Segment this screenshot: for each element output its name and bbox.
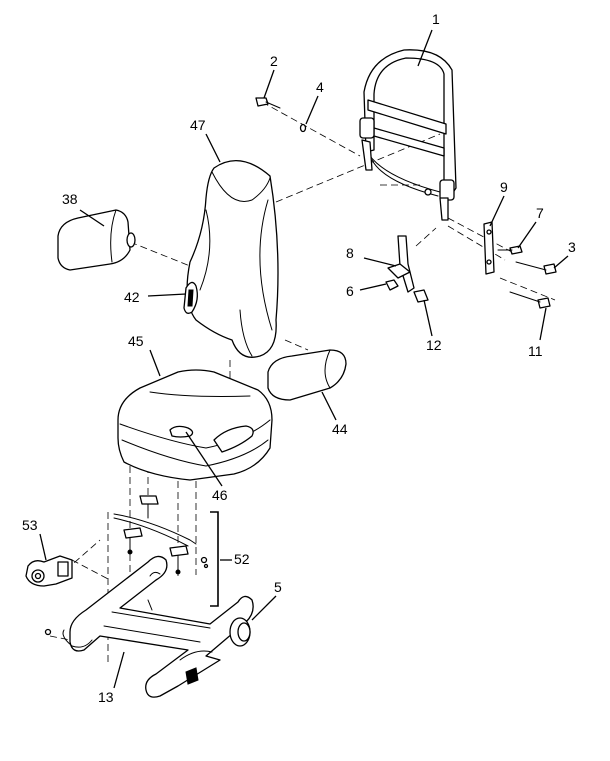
seat-back-cushion-part-47 [186, 160, 279, 358]
back-frame-part-1 [359, 49, 457, 221]
lever-part-42 [183, 281, 198, 314]
bracket-part-52 [210, 511, 219, 607]
armrest-part-44 [267, 349, 347, 401]
seat-base-part-13 [44, 555, 254, 698]
callout-5: 5 [274, 579, 282, 595]
nut-part-6 [385, 279, 399, 291]
callout-38: 38 [62, 191, 78, 207]
callout-52: 52 [234, 551, 250, 567]
callout-9: 9 [500, 179, 508, 195]
washer-part-4 [299, 123, 307, 133]
callout-13: 13 [98, 689, 114, 705]
hardware-part-52 [113, 495, 209, 575]
plate-part-9 [483, 221, 495, 275]
callout-12: 12 [426, 337, 442, 353]
callout-4: 4 [316, 79, 324, 95]
callout-11: 11 [528, 343, 543, 359]
seat-cushion-part-45 [117, 369, 273, 481]
callout-46: 46 [212, 487, 228, 503]
bolt-part-7 [497, 245, 523, 255]
callout-45: 45 [128, 333, 144, 349]
release-part-53 [25, 555, 73, 587]
callout-6: 6 [346, 283, 354, 299]
callout-42: 42 [124, 289, 140, 305]
callout-2: 2 [270, 53, 278, 69]
callouts: 1 2 4 47 38 42 8 6 12 9 7 3 11 45 44 46 … [22, 11, 576, 705]
callout-47: 47 [190, 117, 206, 133]
callout-44: 44 [332, 421, 348, 437]
armrest-part-38 [57, 209, 136, 271]
callout-53: 53 [22, 517, 38, 533]
bolt-part-11 [509, 291, 551, 309]
knob-part-5 [185, 617, 251, 685]
lever-part-46 [169, 425, 194, 438]
bolt-part-3 [515, 261, 557, 275]
callout-8: 8 [346, 245, 354, 261]
callout-3: 3 [568, 239, 576, 255]
callout-1: 1 [432, 11, 440, 27]
screw-part-2 [255, 97, 281, 109]
leader-lines [39, 29, 569, 689]
callout-7: 7 [536, 205, 544, 221]
bolt-part-12 [413, 289, 429, 303]
